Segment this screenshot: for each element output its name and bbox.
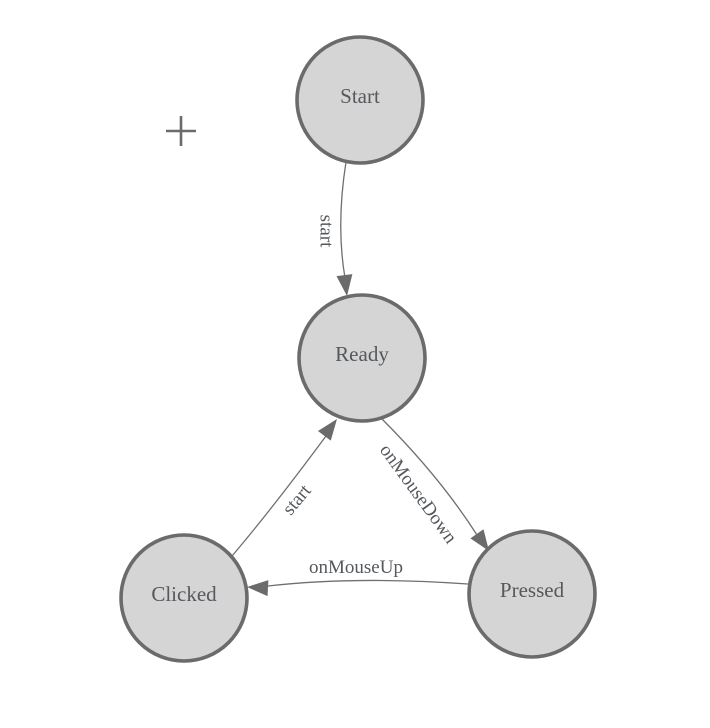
state-node-pressed[interactable]: Pressed [467, 529, 597, 659]
state-circle[interactable] [297, 293, 427, 423]
arrowhead-icon [470, 529, 489, 551]
arrowhead-icon [336, 274, 353, 296]
arrowhead-icon [317, 419, 337, 441]
edge-label: start [316, 215, 337, 248]
edge-start-to-ready: start [316, 161, 353, 296]
edge-line [267, 579, 469, 587]
plus-crosshair-icon [166, 116, 196, 146]
state-label: Start [340, 84, 380, 108]
arrowhead-icon [247, 580, 269, 597]
state-circle[interactable] [295, 35, 425, 165]
edge-pressed-to-clicked: onMouseUp [247, 557, 469, 597]
state-node-ready[interactable]: Ready [297, 293, 427, 423]
edge-label: onMouseUp [309, 557, 403, 578]
edge-line [340, 161, 347, 279]
state-label: Clicked [151, 582, 217, 606]
state-label: Pressed [500, 578, 565, 602]
edge-line [381, 418, 478, 536]
state-circle[interactable] [467, 529, 597, 659]
state-node-start[interactable]: Start [295, 35, 425, 165]
edge-clicked-to-ready: start [231, 419, 337, 557]
state-circle[interactable] [119, 533, 249, 663]
state-label: Ready [335, 342, 389, 366]
edge-line [231, 435, 327, 557]
edge-label: start [278, 480, 316, 519]
edge-ready-to-pressed: onMouseDown [375, 418, 489, 551]
state-node-clicked[interactable]: Clicked [119, 533, 249, 663]
